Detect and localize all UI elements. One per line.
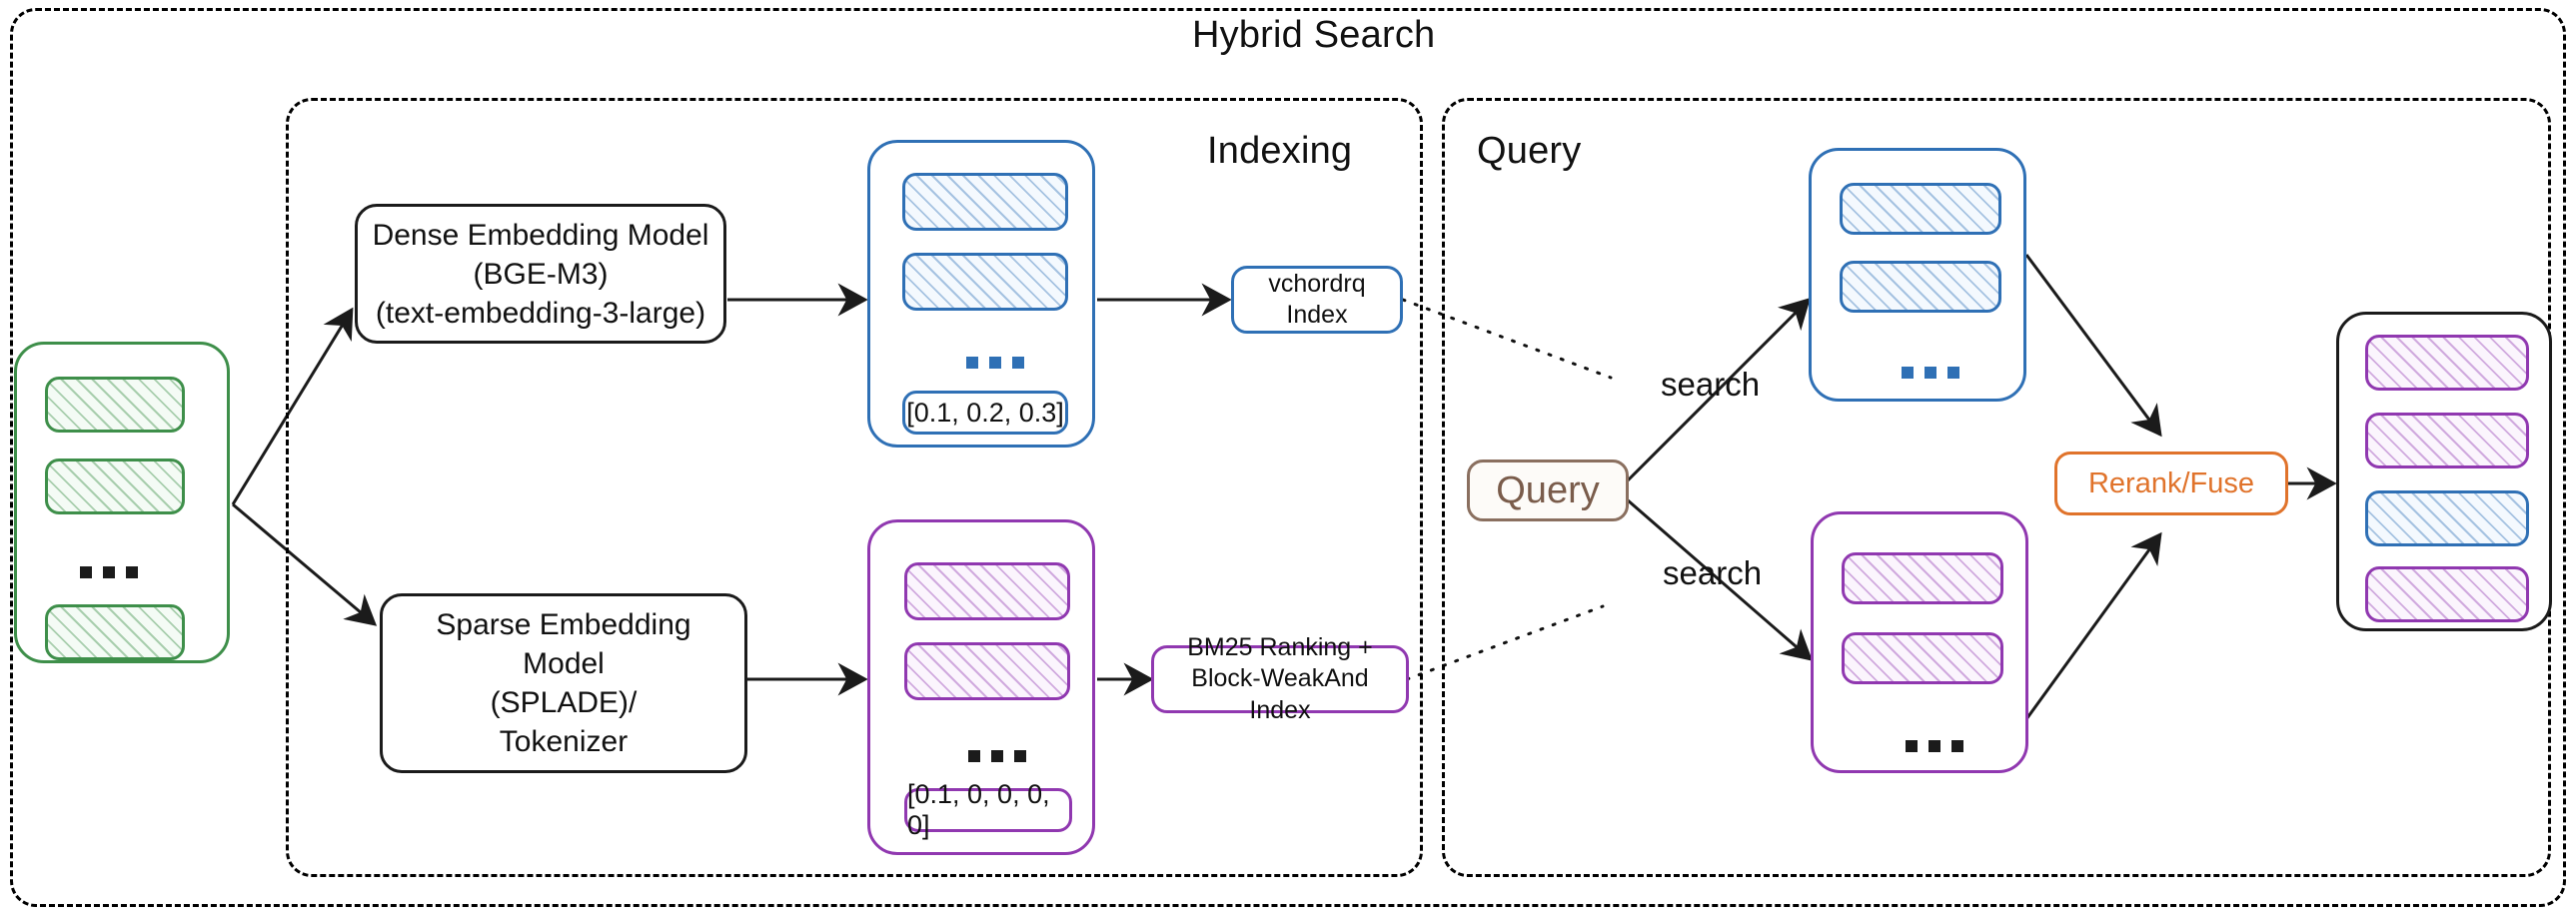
document-item — [45, 604, 185, 660]
sparse-vector-item — [904, 642, 1070, 700]
dense-vector-item — [902, 253, 1068, 311]
dense-embedding-model-box[interactable]: Dense Embedding Model (BGE-M3) (text-emb… — [355, 204, 726, 344]
documents-ellipsis — [80, 566, 138, 578]
hybrid-search-frame — [10, 8, 2566, 907]
dense-vectors-ellipsis — [966, 357, 1024, 369]
dense-results-ellipsis — [1902, 367, 1959, 379]
bm25-index-box[interactable]: BM25 Ranking + Block-WeakAnd Index — [1151, 633, 1409, 724]
vchordrq-index-label: vchordrq Index — [1268, 269, 1366, 329]
dense-result-item — [1840, 183, 2001, 235]
document-item — [45, 377, 185, 433]
rerank-fuse-box[interactable]: Rerank/Fuse — [2054, 452, 2288, 515]
dense-results-collection[interactable] — [1809, 148, 2026, 402]
sparse-vector-value: [0.1, 0, 0, 0, 0] — [904, 779, 1072, 840]
bm25-index-label: BM25 Ranking + Block-WeakAnd Index — [1187, 633, 1373, 724]
documents-collection[interactable] — [14, 342, 230, 663]
search-sparse-label: search — [1663, 554, 1763, 591]
final-results-collection[interactable] — [2336, 312, 2552, 631]
sparse-result-item — [1842, 552, 2003, 604]
sparse-result-item — [1842, 632, 2003, 684]
dense-vector-value: [0.1, 0.2, 0.3] — [902, 391, 1068, 435]
sparse-embedding-model-label: Sparse Embedding Model (SPLADE)/ Tokeniz… — [436, 608, 691, 758]
search-dense-label: search — [1661, 366, 1761, 403]
dense-vector-item — [902, 173, 1068, 231]
vchordrq-index-box[interactable]: vchordrq Index — [1231, 266, 1403, 334]
document-item — [45, 459, 185, 514]
indexing-section-label: Indexing — [1207, 130, 1353, 172]
dense-result-item — [1840, 261, 2001, 313]
sparse-vectors-ellipsis — [968, 750, 1026, 762]
dense-vectors-collection[interactable]: [0.1, 0.2, 0.3] — [867, 140, 1095, 448]
query-input-box[interactable]: Query — [1467, 460, 1629, 521]
final-result-item — [2365, 413, 2529, 468]
final-result-item — [2365, 335, 2529, 391]
sparse-embedding-model-box[interactable]: Sparse Embedding Model (SPLADE)/ Tokeniz… — [380, 593, 747, 773]
sparse-vectors-collection[interactable]: [0.1, 0, 0, 0, 0] — [867, 519, 1095, 855]
query-section-label: Query — [1477, 130, 1582, 172]
final-result-item — [2365, 566, 2529, 622]
indexing-section-frame — [286, 98, 1423, 877]
final-result-item — [2365, 490, 2529, 546]
page-title: Hybrid Search — [1192, 14, 1436, 56]
sparse-vector-item — [904, 562, 1070, 620]
dense-embedding-model-label: Dense Embedding Model (BGE-M3) (text-emb… — [372, 218, 709, 330]
sparse-results-ellipsis — [1906, 740, 1963, 752]
sparse-results-collection[interactable] — [1811, 511, 2028, 773]
